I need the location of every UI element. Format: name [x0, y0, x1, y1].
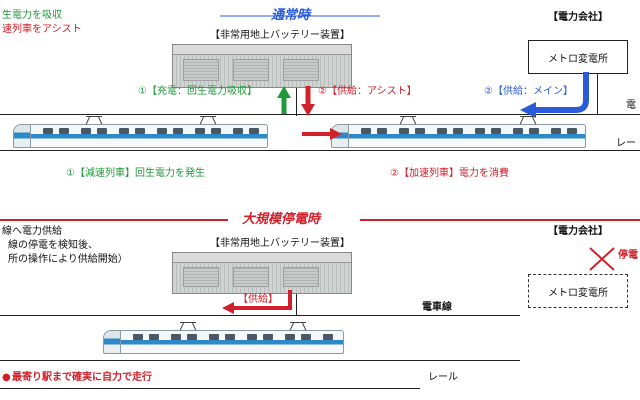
outage-partial-label: 停電	[618, 250, 638, 261]
supply-arrow-bottom	[222, 290, 292, 314]
overhead-label-bottom: 電車線	[422, 302, 452, 313]
battery-label-top: 【非常用地上バッテリー装置】	[210, 30, 350, 41]
rail-partial-label: レー	[616, 138, 636, 149]
legend-green-text: 生電力を吸収	[2, 10, 62, 21]
note-line-1: 線へ電力供給	[2, 226, 62, 237]
feeder-vertical-bottom	[296, 294, 297, 316]
pantograph-2	[200, 116, 216, 122]
accel-label: ②【加速列車】電力を消費	[390, 168, 509, 179]
pantograph-3	[400, 116, 416, 122]
battery-label-bottom: 【非常用地上バッテリー装置】	[210, 238, 350, 249]
train-accelerating	[331, 124, 586, 148]
power-company-label-top: 【電力会社】	[548, 12, 608, 23]
charge-arrow	[277, 86, 291, 114]
assist-arrow	[301, 86, 315, 116]
train-emergency	[103, 330, 344, 354]
footer-underline	[0, 388, 420, 389]
rail-label-bottom: レール	[428, 372, 458, 383]
feeder-vertical-top	[296, 88, 297, 116]
rail-top	[0, 150, 640, 151]
footer-bullet: ●	[2, 372, 11, 383]
rail-bottom	[0, 360, 520, 361]
substation-box-bottom: メトロ変電所	[528, 274, 628, 308]
title-underline-top	[220, 15, 380, 17]
substation-feeder-vertical-top	[597, 74, 598, 114]
train-decelerating	[13, 124, 268, 148]
power-company-label-bottom: 【電力会社】	[548, 226, 608, 237]
section-divider	[0, 219, 640, 221]
battery-unit-bottom	[172, 252, 352, 294]
pantograph-1	[86, 116, 102, 122]
pantograph-6	[290, 322, 306, 328]
main-supply-label: ②【供給：メイン】	[484, 86, 573, 97]
decel-label: ①【減速列車】回生電力を発生	[66, 168, 205, 179]
outage-cross-icon	[589, 247, 615, 271]
supply-label-bottom: 【供給】	[238, 294, 278, 305]
overhead-wire-bottom	[0, 315, 520, 316]
substation-box-top: メトロ変電所	[528, 40, 628, 74]
substation-label-bottom: メトロ変電所	[548, 287, 608, 299]
pantograph-4	[520, 116, 536, 122]
overhead-partial-label: 電	[626, 100, 636, 111]
outage-title: 大規模停電時	[242, 212, 321, 227]
red-travel-arrow-top	[302, 128, 342, 140]
pantograph-5	[180, 322, 196, 328]
note-line-3: 所の操作により供給開始）	[8, 254, 128, 265]
overhead-wire-top	[0, 114, 640, 115]
battery-unit-top	[172, 44, 352, 88]
charge-label: ①【充電：回生電力吸収】	[138, 86, 257, 97]
main-supply-arrow	[520, 72, 589, 118]
legend-red-text: 速列車をアシスト	[2, 24, 82, 35]
note-line-2: 線の停電を検知後、	[8, 240, 98, 251]
substation-label-top: メトロ変電所	[548, 53, 608, 65]
assist-label: ②【供給：アシスト】	[318, 86, 417, 97]
footer-text: 最寄り駅まで確実に自力で走行	[12, 372, 152, 383]
